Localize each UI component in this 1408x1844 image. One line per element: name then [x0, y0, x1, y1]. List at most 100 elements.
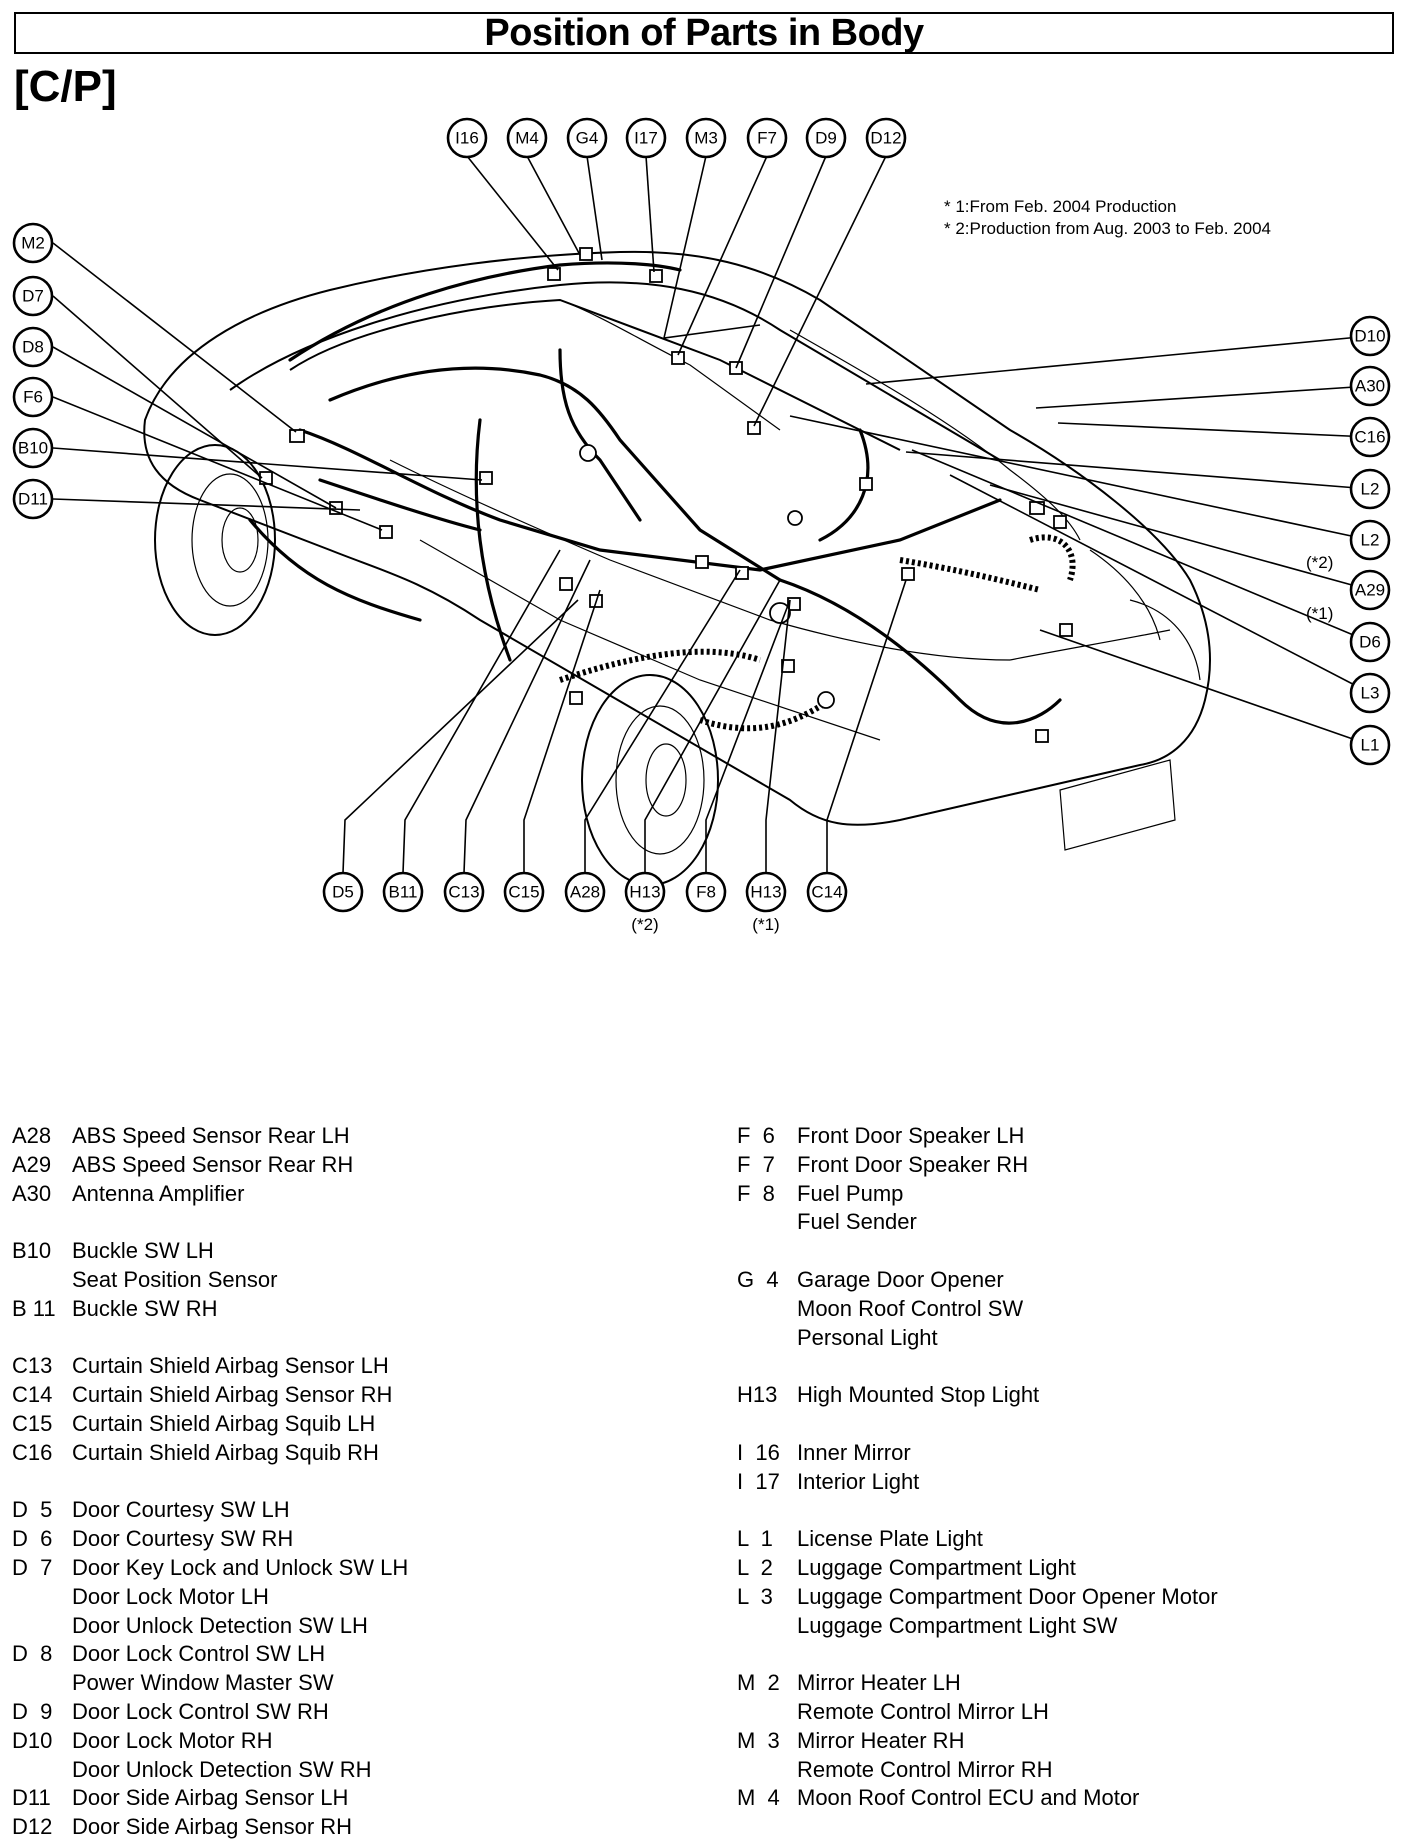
note-2: * 2:Production from Aug. 2003 to Feb. 20…	[944, 219, 1271, 238]
callout-right-tag-2: (*1)	[1306, 604, 1333, 623]
callout-label: D11	[18, 490, 48, 509]
legend-description: Personal Light	[797, 1324, 938, 1350]
legend-description: Front Door Speaker RH	[797, 1151, 1029, 1177]
legend-code: M 3	[737, 1727, 780, 1753]
legend-descriptions: Door Side Airbag Sensor LH	[72, 1784, 348, 1813]
legend-descriptions: High Mounted Stop Light	[797, 1381, 1039, 1410]
callout-bottom-3: C13	[443, 871, 485, 913]
legend-code: A29	[12, 1151, 52, 1177]
callout-right-6: A29	[1349, 569, 1391, 611]
legend-spacer	[12, 1324, 692, 1353]
legend-description: Door Courtesy SW LH	[72, 1497, 290, 1523]
callout-bottom-tag-1: (*2)	[631, 915, 658, 934]
legend-descriptions: Door Courtesy SW LH	[72, 1496, 290, 1525]
legend-description: Door Lock Control SW LH	[72, 1641, 326, 1667]
parts-position-diagram: * 1:From Feb. 2004 Production * 2:Produc…	[12, 117, 1391, 934]
legend-code: C14	[12, 1382, 53, 1408]
legend-descriptions: Door Lock Control SW RH	[72, 1698, 329, 1727]
legend-code: H13	[737, 1382, 778, 1408]
legend-description: Curtain Shield Airbag Squib RH	[72, 1439, 379, 1465]
legend-entry: A29 ABS Speed Sensor Rear RH	[12, 1151, 692, 1180]
legend-code: L 3	[737, 1583, 773, 1609]
callout-label: A30	[1355, 377, 1385, 396]
legend-description: Antenna Amplifier	[72, 1180, 245, 1206]
legend-descriptions: Buckle SW RH	[72, 1295, 217, 1324]
legend-description: Door Courtesy SW RH	[72, 1526, 294, 1552]
connector-markers	[259, 247, 1073, 743]
legend-description: Fuel Sender	[797, 1209, 917, 1235]
callout-bottom-tag-2: (*1)	[752, 915, 779, 934]
legend-code: A30	[12, 1180, 52, 1206]
legend-description: Luggage Compartment Light	[797, 1554, 1076, 1580]
callout-bottom-7: F8	[685, 871, 727, 913]
legend-descriptions: Front Door Speaker LH	[797, 1122, 1024, 1151]
callout-label: F8	[696, 883, 716, 902]
callout-left-6: D11	[12, 478, 54, 520]
legend-code: B10	[12, 1238, 52, 1264]
legend-entry: D 5 Door Courtesy SW LH	[12, 1496, 692, 1525]
legend-description: Door Side Airbag Sensor LH	[72, 1785, 349, 1811]
page-title-text: Position of Parts in Body	[484, 11, 924, 54]
legend-code: L 2	[737, 1554, 773, 1580]
callout-top-2: M4	[506, 117, 548, 159]
callout-label: D10	[1354, 327, 1385, 346]
legend-descriptions: Curtain Shield Airbag Squib RH	[72, 1439, 379, 1468]
callout-top-1: I16	[446, 117, 488, 159]
legend-descriptions: Door Side Airbag Sensor RH	[72, 1813, 352, 1842]
legend-description: ABS Speed Sensor Rear RH	[72, 1151, 354, 1177]
note-1: * 1:From Feb. 2004 Production	[944, 197, 1176, 216]
callout-right-3: C16	[1349, 416, 1391, 458]
legend-descriptions: License Plate Light	[797, 1525, 983, 1554]
legend-code: F 7	[737, 1151, 775, 1177]
legend-code: D 8	[12, 1641, 53, 1667]
callout-bottom-8: H13	[745, 871, 787, 913]
legend-code: D11	[12, 1785, 51, 1811]
legend-descriptions: Curtain Shield Airbag Squib LH	[72, 1410, 375, 1439]
callout-label: C15	[508, 883, 539, 902]
callout-bottom-6: H13	[624, 871, 666, 913]
legend-description: Interior Light	[797, 1468, 920, 1494]
callout-label: B10	[18, 439, 48, 458]
callout-right-8: L3	[1349, 672, 1391, 714]
legend-descriptions: Interior Light	[797, 1468, 919, 1497]
callout-label: H13	[750, 883, 781, 902]
callout-right-4: L2	[1349, 468, 1391, 510]
callout-label: L1	[1361, 736, 1380, 755]
callout-right-7: D6	[1349, 621, 1391, 663]
legend-descriptions: Antenna Amplifier	[72, 1180, 244, 1209]
legend-description: High Mounted Stop Light	[797, 1382, 1040, 1408]
legend-description: Remote Control Mirror LH	[797, 1698, 1049, 1724]
legend-description: Inner Mirror	[797, 1439, 911, 1465]
callout-bottom-9: C14	[806, 871, 848, 913]
legend-code: C16	[12, 1439, 53, 1465]
callout-left-1: M2	[12, 222, 54, 264]
legend-description: Garage Door Opener	[797, 1266, 1004, 1292]
legend-code: F 8	[737, 1180, 775, 1206]
callout-bottom-2: B11	[382, 871, 424, 913]
legend-descriptions: Front Door Speaker RH	[797, 1151, 1028, 1180]
legend-description: Front Door Speaker LH	[797, 1123, 1025, 1148]
callout-left-4: F6	[12, 376, 54, 418]
legend-description: Remote Control Mirror RH	[797, 1756, 1053, 1782]
legend-description: Buckle SW LH	[72, 1238, 214, 1264]
legend-description: Door Unlock Detection SW LH	[72, 1612, 368, 1638]
car-body-drawing	[143, 250, 1211, 886]
callout-right-9: L1	[1349, 724, 1391, 766]
legend-spacer	[737, 1352, 1397, 1381]
callout-label: B11	[389, 883, 418, 902]
legend-code: D 5	[12, 1497, 53, 1523]
